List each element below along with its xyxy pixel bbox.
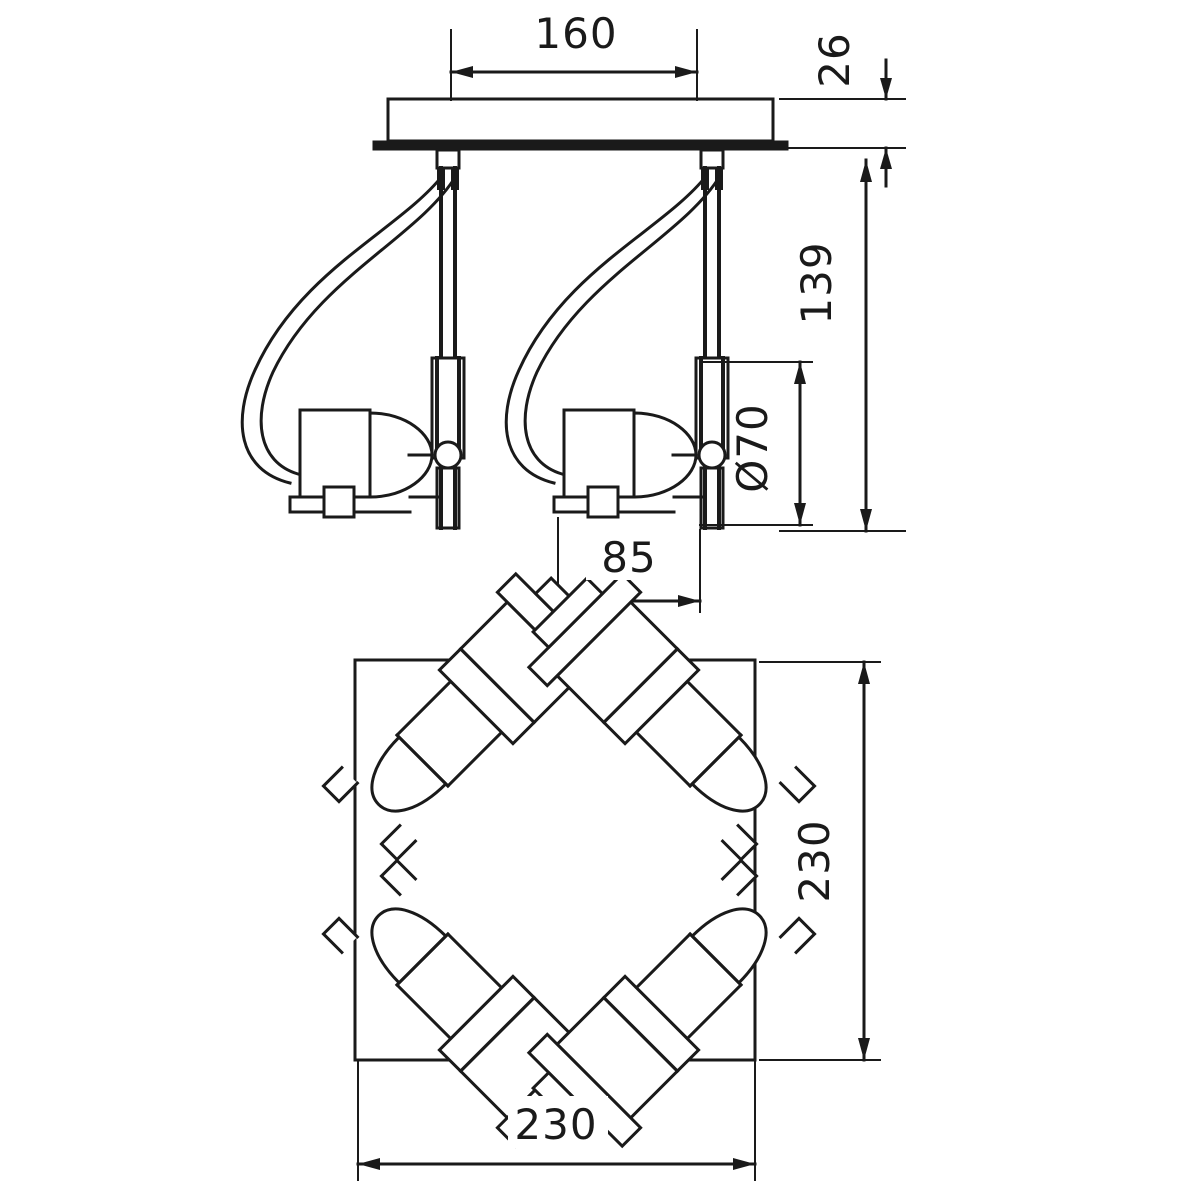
plan-view xyxy=(321,571,817,1149)
dim-label-total-height: 139 xyxy=(792,241,841,324)
dim-plan-width xyxy=(356,1059,757,1181)
dim-label-head-spacing: 85 xyxy=(601,533,656,582)
dim-total-height xyxy=(779,158,906,533)
dim-label-plate-width: 160 xyxy=(534,9,617,58)
dim-label-plan-width: 230 xyxy=(514,1100,597,1149)
right-spot-assembly xyxy=(504,148,730,530)
dim-plate-width xyxy=(449,29,699,101)
ceiling-plate xyxy=(372,97,789,151)
dim-plan-height xyxy=(759,660,881,1062)
dim-plate-thickness xyxy=(779,58,906,188)
dim-label-plan-height: 230 xyxy=(790,819,839,902)
left-spot-assembly xyxy=(240,148,466,530)
dim-head-diameter xyxy=(699,360,813,527)
dim-label-plate-thickness: 26 xyxy=(810,32,859,87)
plan-spot-top-right xyxy=(526,571,817,862)
dim-label-head-diameter: Ø70 xyxy=(728,403,777,493)
